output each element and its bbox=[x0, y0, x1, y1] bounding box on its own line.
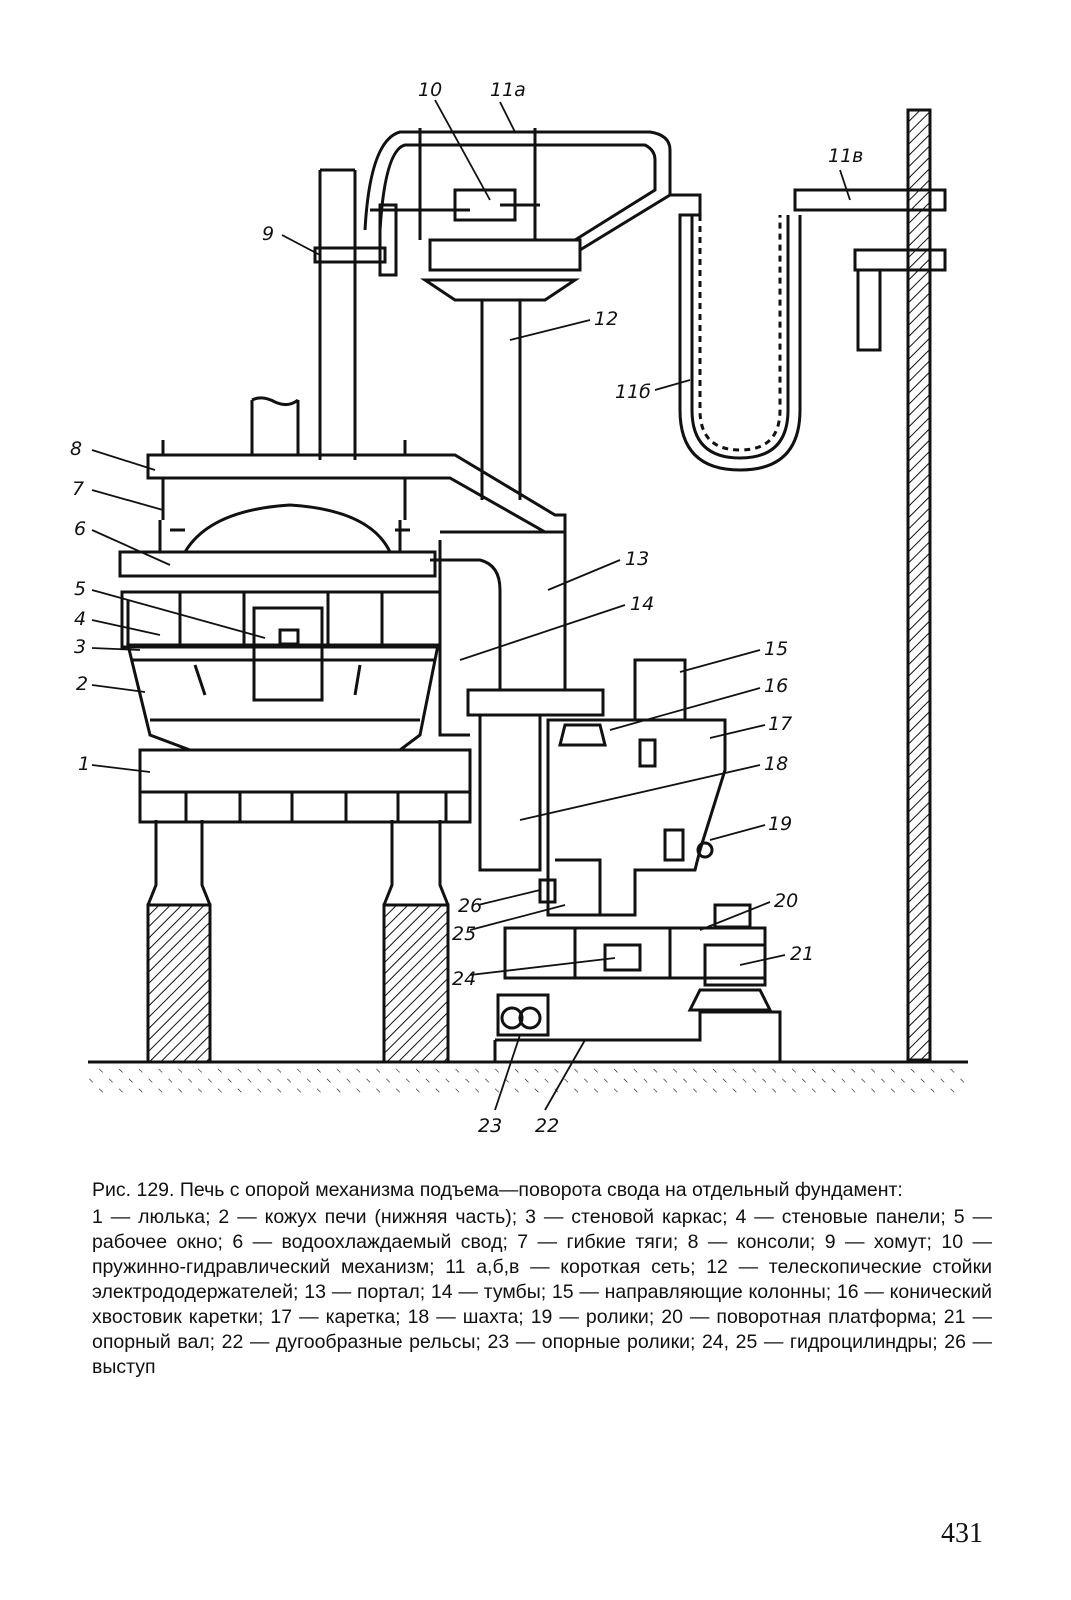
label-4: 4 bbox=[74, 608, 86, 630]
label-6: 6 bbox=[74, 518, 86, 540]
label-13: 13 bbox=[625, 548, 649, 570]
telescopic-stand bbox=[480, 300, 522, 500]
caption-legend: 1 — люлька; 2 — кожух печи (нижняя часть… bbox=[92, 1206, 992, 1378]
label-15: 15 bbox=[764, 638, 788, 660]
label-5: 5 bbox=[74, 578, 86, 600]
label-14: 14 bbox=[630, 593, 654, 615]
label-17: 17 bbox=[768, 713, 792, 735]
stand bbox=[430, 558, 502, 690]
short-network-11v bbox=[793, 188, 947, 212]
support-shaft bbox=[703, 943, 767, 987]
label-22: 22 bbox=[535, 1115, 559, 1137]
foundation-right bbox=[382, 903, 450, 1064]
label-11v: 11в bbox=[828, 145, 863, 167]
label-20: 20 bbox=[774, 890, 798, 912]
label-12: 12 bbox=[594, 308, 618, 330]
label-23: 23 bbox=[478, 1115, 502, 1137]
short-network-11a bbox=[363, 130, 672, 252]
callout-labels: 1 2 3 4 5 6 7 8 9 10 11a 11б 11в 12 13 1… bbox=[70, 79, 863, 1137]
support-rollers bbox=[496, 993, 550, 1037]
wall bbox=[906, 108, 932, 1062]
cradle bbox=[138, 748, 472, 794]
label-18: 18 bbox=[764, 753, 788, 775]
figure-caption: Рис. 129. Печь с опорой механизма подъем… bbox=[92, 1178, 992, 1380]
label-19: 19 bbox=[768, 813, 792, 835]
label-2: 2 bbox=[76, 673, 88, 695]
leader-lines bbox=[91, 99, 851, 1111]
furnace-diagram: 1 2 3 4 5 6 7 8 9 10 11a 11б 11в 12 13 1… bbox=[70, 79, 968, 1137]
foundation-left bbox=[146, 903, 212, 1064]
work-window bbox=[252, 606, 324, 702]
ground bbox=[88, 1062, 968, 1096]
carriage bbox=[546, 718, 727, 917]
drawing-lines bbox=[88, 108, 968, 1096]
shaft-flange bbox=[466, 688, 605, 717]
label-1: 1 bbox=[78, 753, 90, 775]
arc-rails bbox=[493, 1010, 782, 1062]
short-network-11b bbox=[670, 193, 802, 472]
label-7: 7 bbox=[72, 478, 84, 500]
portal bbox=[440, 530, 567, 692]
label-9: 9 bbox=[262, 223, 274, 245]
label-16: 16 bbox=[764, 675, 788, 697]
page-number: 431 bbox=[941, 1518, 983, 1549]
label-10: 10 bbox=[418, 79, 442, 101]
label-25: 25 bbox=[452, 923, 476, 945]
furnace-shell bbox=[126, 643, 440, 752]
label-24: 24 bbox=[452, 968, 476, 990]
label-11b: 11б bbox=[615, 381, 651, 403]
label-21: 21 bbox=[790, 943, 814, 965]
label-8: 8 bbox=[70, 438, 82, 460]
label-3: 3 bbox=[74, 636, 86, 658]
label-11a: 11a bbox=[490, 79, 526, 101]
label-26: 26 bbox=[458, 895, 482, 917]
caption-title: Рис. 129. Печь с опорой механизма подъем… bbox=[92, 1179, 903, 1201]
shaft bbox=[478, 715, 542, 872]
